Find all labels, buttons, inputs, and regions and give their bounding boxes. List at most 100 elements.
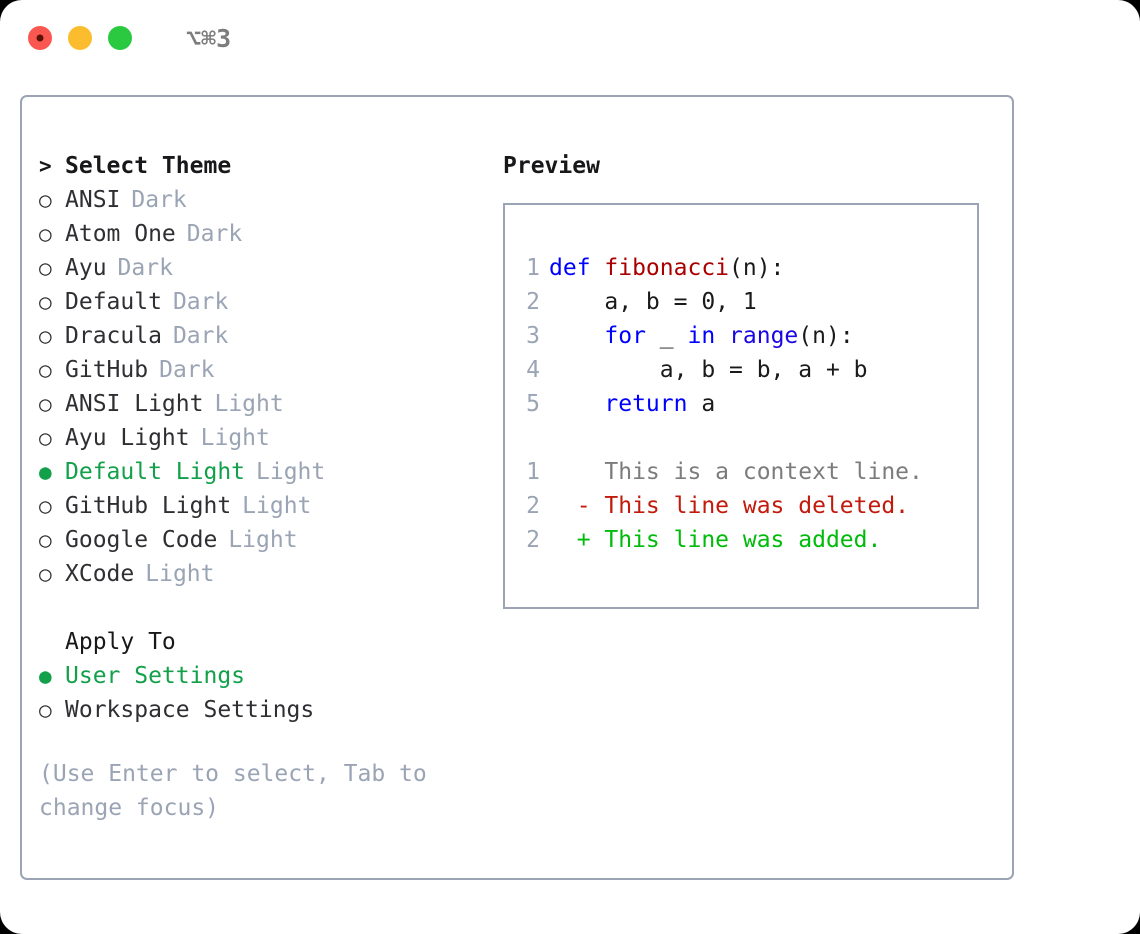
radio-selected-icon: ● xyxy=(39,460,52,484)
theme-variant-badge: Dark xyxy=(117,255,173,281)
line-number: 3 xyxy=(526,323,540,349)
code-token: a, b = b, a + b xyxy=(549,357,868,383)
theme-name: Default xyxy=(65,289,162,315)
line-number: 4 xyxy=(526,357,540,383)
apply-to-label: Apply To xyxy=(65,629,176,655)
theme-picker-header: > Select Theme xyxy=(39,149,489,183)
code-token: _ xyxy=(659,323,688,349)
diff-line: 2 - This line was deleted. xyxy=(505,489,977,523)
theme-variant-badge: Dark xyxy=(172,289,229,315)
close-window-button[interactable] xyxy=(28,26,52,50)
code-token: in xyxy=(687,323,730,349)
diff-text: This is a context line. xyxy=(549,459,923,485)
theme-list-item[interactable]: ○ Ayu Dark xyxy=(39,251,489,285)
keyboard-shortcut-label: ⌥⌘3 xyxy=(186,23,232,53)
code-token: a, b = 0, 1 xyxy=(549,289,757,315)
radio-unselected-icon: ○ xyxy=(39,290,52,314)
keyboard-hint: (Use Enter to select, Tab to change focu… xyxy=(39,761,427,821)
radio-unselected-icon: ○ xyxy=(39,426,52,450)
theme-list-item[interactable]: ○ ANSI Dark xyxy=(39,183,489,217)
radio-unselected-icon: ○ xyxy=(39,324,52,348)
theme-list-item[interactable]: ○ Dracula Dark xyxy=(39,319,489,353)
line-number: 2 xyxy=(526,527,540,553)
theme-variant-badge: Dark xyxy=(186,221,243,247)
apply-to-item[interactable]: ○ Workspace Settings xyxy=(39,693,489,727)
theme-variant-badge: Light xyxy=(256,459,326,485)
code-token: fibonacci xyxy=(604,255,730,281)
theme-name: Atom One xyxy=(65,221,176,247)
radio-selected-icon: ● xyxy=(39,664,52,688)
code-token: a xyxy=(701,391,716,417)
code-line: 4 a, b = b, a + b xyxy=(505,353,977,387)
theme-list-item[interactable]: ○ Atom One Dark xyxy=(39,217,489,251)
code-line: 5 return a xyxy=(505,387,977,421)
apply-to-name: Workspace Settings xyxy=(65,697,315,723)
line-number: 5 xyxy=(526,391,540,417)
radio-unselected-icon: ○ xyxy=(39,222,52,246)
theme-name: Google Code xyxy=(65,527,218,553)
theme-variant-badge: Dark xyxy=(172,323,229,349)
code-text: return a xyxy=(549,387,715,421)
radio-unselected-icon: ○ xyxy=(39,562,52,586)
code-token: for xyxy=(604,323,660,349)
minimize-window-button[interactable] xyxy=(68,26,92,50)
title-bar: ⌥⌘3 xyxy=(0,0,1140,76)
code-line: 2 a, b = 0, 1 xyxy=(505,285,977,319)
line-number: 1 xyxy=(526,459,540,485)
theme-list-item[interactable]: ○ ANSI Light Light xyxy=(39,387,489,421)
theme-variant-badge: Light xyxy=(214,391,284,417)
code-token: (n): xyxy=(729,255,785,281)
code-line: 3 for _ in range(n): xyxy=(505,319,977,353)
diff-text: - This line was deleted. xyxy=(549,493,910,519)
code-text: a, b = 0, 1 xyxy=(549,285,757,319)
theme-picker-title: Select Theme xyxy=(65,153,232,179)
theme-name: XCode xyxy=(65,561,135,587)
theme-variant-badge: Dark xyxy=(159,357,215,383)
diff-sample: 1 This is a context line.2 - This line w… xyxy=(505,455,977,557)
code-token xyxy=(549,323,604,349)
diff-line: 1 This is a context line. xyxy=(505,455,977,489)
radio-unselected-icon: ○ xyxy=(39,494,52,518)
radio-unselected-icon: ○ xyxy=(39,392,52,416)
line-number: 2 xyxy=(526,289,540,315)
theme-variant-badge: Light xyxy=(145,561,215,587)
theme-name: GitHub Light xyxy=(65,493,232,519)
code-token: return xyxy=(604,391,702,417)
theme-list-item[interactable]: ○ XCode Light xyxy=(39,557,489,591)
prompt-caret-icon: > xyxy=(39,154,52,178)
theme-name: ANSI xyxy=(65,187,121,213)
radio-unselected-icon: ○ xyxy=(39,256,52,280)
maximize-window-button[interactable] xyxy=(108,26,132,50)
line-number: 2 xyxy=(526,493,540,519)
theme-name: Dracula xyxy=(65,323,162,349)
radio-unselected-icon: ○ xyxy=(39,188,52,212)
radio-unselected-icon: ○ xyxy=(39,528,52,552)
theme-variant-badge: Dark xyxy=(131,187,187,213)
theme-variant-badge: Light xyxy=(242,493,312,519)
radio-unselected-icon: ○ xyxy=(39,358,52,382)
theme-variant-badge: Light xyxy=(200,425,270,451)
apply-to-list[interactable]: ● User Settings ○ Workspace Settings xyxy=(39,659,489,727)
theme-list-item[interactable]: ○ GitHub Light Light xyxy=(39,489,489,523)
apply-to-item[interactable]: ● User Settings xyxy=(39,659,489,693)
code-token xyxy=(549,391,604,417)
theme-name: Ayu xyxy=(65,255,107,281)
theme-list-item[interactable]: ○ Default Dark xyxy=(39,285,489,319)
radio-unselected-icon: ○ xyxy=(39,698,52,722)
apply-to-name: User Settings xyxy=(65,663,246,689)
code-text: for _ in range(n): xyxy=(549,319,853,353)
theme-name: ANSI Light xyxy=(65,391,204,417)
list-spacer xyxy=(39,591,489,625)
code-text: def fibonacci(n): xyxy=(549,251,784,285)
